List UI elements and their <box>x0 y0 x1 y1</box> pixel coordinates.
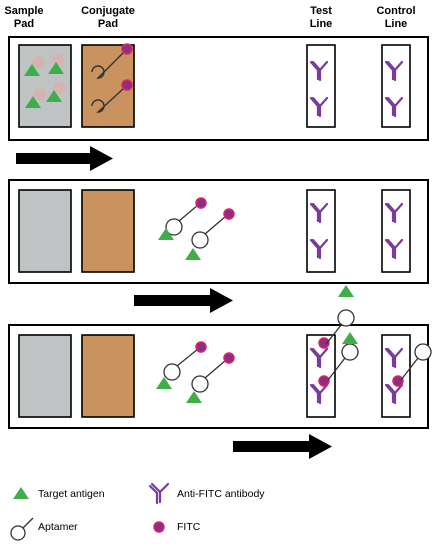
legend-fitc: FITC <box>153 521 201 533</box>
strip-2 <box>8 179 429 284</box>
migrating-complexes-2 <box>158 197 235 260</box>
strip-3 <box>8 285 432 429</box>
y-shape-icon <box>148 482 170 505</box>
legend: Target antigen Anti-FITC antibody Aptame… <box>10 482 265 541</box>
legend-fitc-label: FITC <box>177 521 201 533</box>
control-antibodies-3 <box>384 343 432 405</box>
strip-3-frame <box>8 324 429 429</box>
legend-anti-fitc-antibody-label: Anti-FITC antibody <box>177 488 265 500</box>
conjugate-aptamers-1 <box>91 43 133 113</box>
header-sample-pad: Sample Pad <box>4 5 43 30</box>
sample-pad-3 <box>18 334 72 418</box>
header-test-line: Test Line <box>310 5 333 30</box>
test-line-label-2: Line <box>310 18 333 30</box>
conjugate-pad-2 <box>81 189 135 273</box>
test-line-1 <box>306 44 336 128</box>
legend-target-antigen: Target antigen <box>13 487 105 500</box>
lollipop-icon <box>10 517 34 541</box>
flow-arrow-1 <box>16 146 113 171</box>
strip-2-frame <box>8 179 429 284</box>
sample-pad-label-2: Pad <box>14 18 34 30</box>
test-line-2 <box>306 189 336 273</box>
control-line-2 <box>381 189 411 273</box>
legend-aptamer-label: Aptamer <box>38 521 78 533</box>
dot-icon <box>153 521 165 533</box>
flow-arrow-3 <box>233 434 332 459</box>
control-line-label-1: Control <box>376 5 415 17</box>
sample-pad-label-1: Sample <box>4 5 43 17</box>
test-antibodies-3 <box>309 285 359 405</box>
control-line-label-2: Line <box>385 18 408 30</box>
migrating-complexes-3 <box>156 341 235 403</box>
strip-1 <box>8 36 429 141</box>
conjugate-pad-3 <box>81 334 135 418</box>
legend-aptamer: Aptamer <box>10 517 78 541</box>
legend-target-antigen-label: Target antigen <box>38 488 105 500</box>
header-control-line: Control Line <box>376 5 415 30</box>
flow-arrow-2 <box>134 288 233 313</box>
header-conjugate-pad: Conjugate Pad <box>81 5 135 30</box>
strip-1-frame <box>8 36 429 141</box>
triangle-icon <box>13 487 29 499</box>
conjugate-pad-label-2: Pad <box>98 18 118 30</box>
legend-anti-fitc-antibody: Anti-FITC antibody <box>148 482 265 505</box>
sample-antigens-1 <box>24 54 66 108</box>
test-line-label-1: Test <box>310 5 332 17</box>
sample-pad-2 <box>18 189 72 273</box>
conjugate-pad-label-1: Conjugate <box>81 5 135 17</box>
